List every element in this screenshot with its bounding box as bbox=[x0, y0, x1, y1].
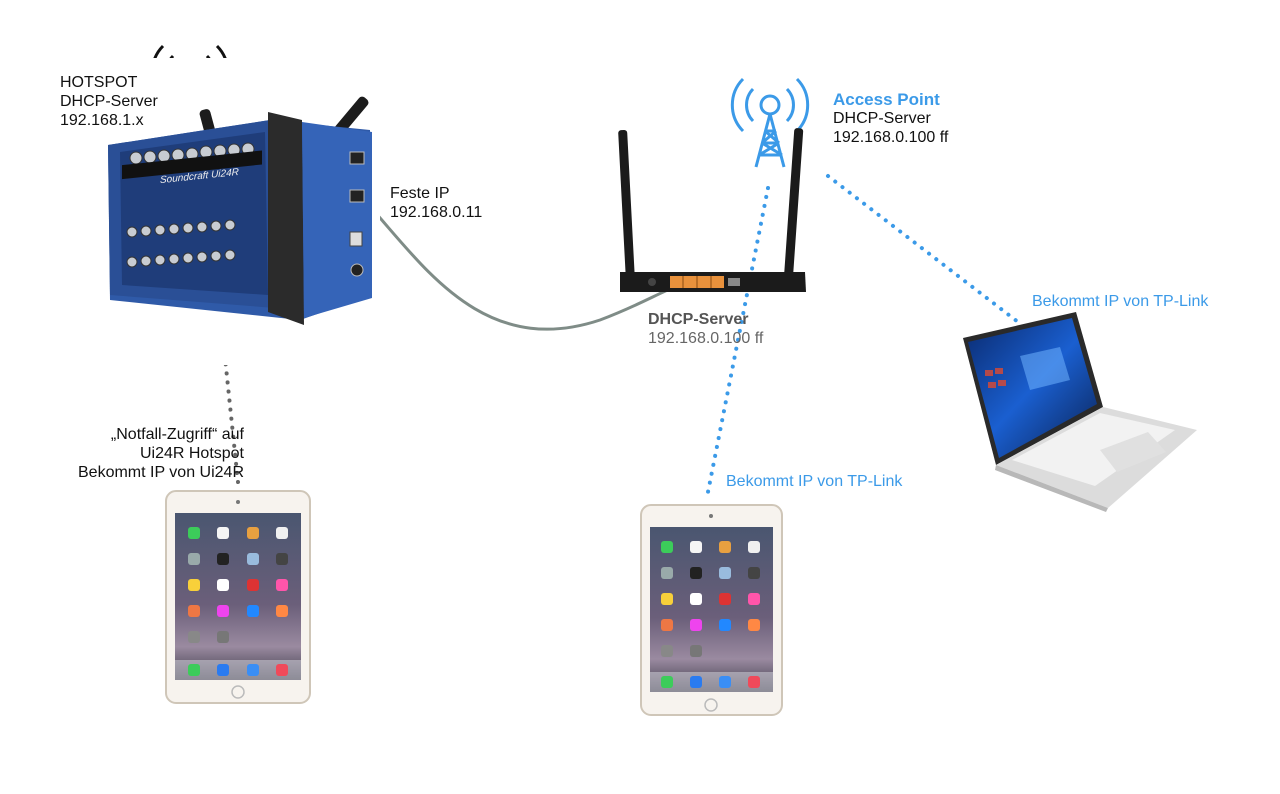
access-point-ip: 192.168.0.100 ff bbox=[833, 128, 948, 147]
access-point-dhcp: DHCP-Server bbox=[833, 109, 948, 128]
ethernet-port bbox=[350, 190, 364, 202]
router-ip: 192.168.0.100 ff bbox=[648, 329, 763, 348]
tablet-ip-label: Bekommt IP von TP-Link bbox=[726, 472, 902, 491]
tablet-device bbox=[641, 505, 782, 715]
hotspot-ip: 192.168.1.x bbox=[60, 111, 158, 130]
router-antenna bbox=[618, 130, 635, 285]
access-point-title: Access Point bbox=[833, 90, 948, 109]
hotspot-dhcp: DHCP-Server bbox=[60, 92, 158, 111]
hotspot-title: HOTSPOT bbox=[60, 73, 158, 92]
emergency-label: „Notfall-Zugriff“ auf Ui24R Hotspot Beko… bbox=[20, 425, 244, 482]
ethernet-port bbox=[350, 152, 364, 164]
emergency-line1: „Notfall-Zugriff“ auf bbox=[20, 425, 244, 444]
router-antenna bbox=[784, 128, 804, 283]
fixed-ip-value: 192.168.0.11 bbox=[390, 203, 482, 222]
hotspot-label: HOTSPOT DHCP-Server 192.168.1.x bbox=[60, 73, 158, 130]
laptop-ip-label: Bekommt IP von TP-Link bbox=[1032, 292, 1208, 311]
wifi-link-laptop bbox=[828, 176, 1018, 322]
access-point-label: Access Point DHCP-Server 192.168.0.100 f… bbox=[833, 90, 948, 147]
tablet-device bbox=[166, 491, 310, 703]
router-dhcp: DHCP-Server bbox=[648, 310, 763, 329]
fixed-ip-label: Feste IP 192.168.0.11 bbox=[390, 184, 482, 222]
fixed-ip-title: Feste IP bbox=[390, 184, 482, 203]
emergency-line2: Ui24R Hotspot bbox=[20, 444, 244, 463]
laptop-device bbox=[963, 312, 1197, 512]
router-label: DHCP-Server 192.168.0.100 ff bbox=[648, 310, 763, 348]
emergency-line3: Bekommt IP von Ui24R bbox=[20, 463, 244, 482]
